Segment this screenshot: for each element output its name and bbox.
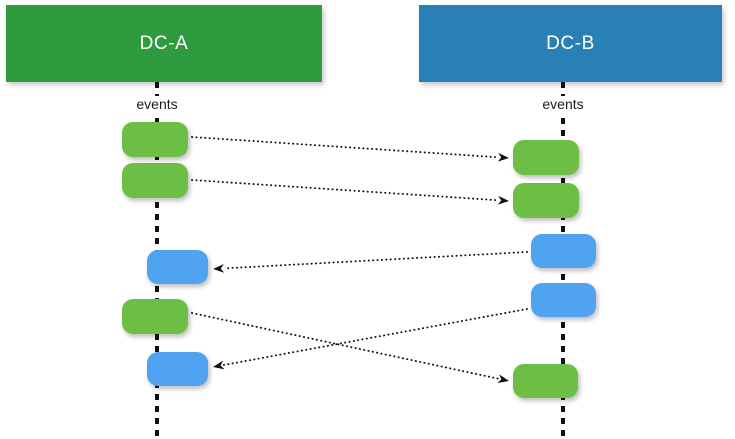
arrow-head (497, 374, 509, 383)
events-label-dc-a: events (130, 96, 184, 112)
lane-header-dc-a-label: DC-A (139, 33, 189, 54)
replication-arrow-b3-to-a3 (213, 251, 528, 273)
events-label-dc-b: events (536, 96, 590, 112)
lane-header-dc-b-label: DC-B (546, 33, 595, 54)
replication-arrow-a4-to-b5 (191, 312, 509, 383)
event-box-b4 (531, 283, 596, 317)
arrow-line (191, 179, 499, 202)
event-box-a1 (122, 122, 188, 157)
arrow-head (213, 360, 225, 370)
event-box-b5 (513, 364, 578, 398)
event-box-b2 (513, 183, 579, 218)
arrow-head (213, 264, 225, 273)
event-box-a4 (122, 299, 188, 334)
replication-arrow-b4-to-a5 (213, 308, 528, 370)
arrow-head (497, 195, 509, 205)
lane-header-dc-b: DC-B (419, 5, 722, 82)
arrow-line (223, 251, 528, 270)
arrow-head (497, 152, 509, 162)
event-box-b1 (513, 140, 579, 175)
arrow-line (191, 136, 499, 159)
event-box-b3 (531, 234, 596, 268)
replication-arrow-a2-to-b2 (191, 179, 509, 205)
arrow-line (222, 308, 528, 366)
replication-arrow-a1-to-b1 (191, 136, 509, 162)
event-box-a3 (147, 250, 208, 284)
arrow-line (191, 312, 500, 380)
event-box-a2 (122, 163, 188, 198)
lane-header-dc-a: DC-A (6, 5, 322, 82)
event-box-a5 (147, 352, 208, 386)
